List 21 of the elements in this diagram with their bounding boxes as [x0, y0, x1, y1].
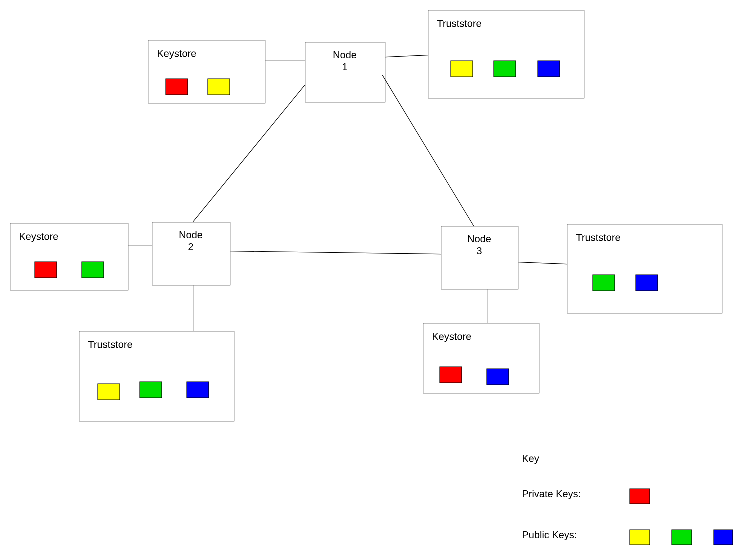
connector-line	[128, 245, 152, 246]
connector-line	[518, 262, 568, 265]
connector-line	[193, 285, 194, 332]
node-box: Node 3	[441, 226, 519, 290]
connector-line	[385, 55, 428, 58]
node-box: Node 2	[152, 222, 231, 286]
legend-text: Private Keys:	[523, 490, 580, 500]
store-box: Keystore	[423, 323, 540, 394]
store-box: Keystore	[148, 40, 266, 104]
store-box: Truststore	[567, 224, 723, 314]
connector-line	[487, 289, 488, 324]
legend-text: Public Keys:	[523, 531, 576, 540]
node-box: Node 1	[305, 42, 386, 103]
store-box: Truststore	[428, 10, 585, 99]
connector-line	[265, 60, 306, 61]
connector-line	[230, 251, 442, 255]
store-box: Keystore	[10, 223, 129, 291]
legend-title: Key	[523, 455, 540, 464]
connector-line	[382, 75, 474, 226]
store-box: Truststore	[79, 331, 235, 422]
connector-line	[193, 85, 306, 222]
